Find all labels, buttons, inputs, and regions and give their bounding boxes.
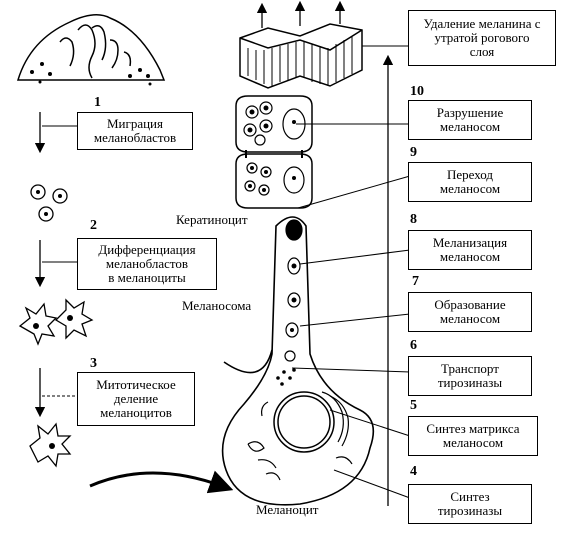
- melanocyte-label: Меланоцит: [256, 502, 319, 517]
- step-line: Миграция: [106, 116, 163, 131]
- step-line: Переход: [446, 167, 493, 182]
- melanoblasts: [30, 184, 68, 222]
- step-line: меланоцитов: [100, 405, 172, 420]
- step-number-3: 3: [90, 356, 97, 371]
- shedding-arrows: [256, 0, 346, 28]
- step-line: Синтез матрикса: [426, 421, 520, 436]
- step-line: Транспорт: [441, 361, 499, 376]
- dendrite-melanosomes: [284, 219, 303, 362]
- step-line: утратой рогового: [434, 30, 530, 45]
- melanocyte-organelles: [247, 391, 353, 481]
- step-line: Удаление меланина с: [423, 16, 541, 31]
- keratinocyte-label: Кератиноцит: [176, 212, 248, 227]
- step-number-10: 10: [410, 84, 424, 99]
- step-line: Синтез: [450, 489, 490, 504]
- step-number-1: 1: [94, 95, 101, 110]
- melanocyte-nucleus: [273, 391, 335, 453]
- pointer-lines: [291, 45, 411, 499]
- step-line: меланосом: [439, 181, 501, 196]
- step-line: меланосом: [439, 119, 501, 134]
- step-number-8: 8: [410, 212, 417, 227]
- step-line: в меланоциты: [108, 270, 186, 285]
- desmosomes: [245, 150, 303, 158]
- step-line: тирозиназы: [437, 375, 503, 390]
- left-connector-lines: [42, 125, 78, 397]
- melanosome-clusters-lower: [244, 162, 305, 196]
- stratum-corneum: [239, 23, 363, 89]
- step-line: меланосом: [439, 311, 501, 326]
- step-line: Образование: [434, 297, 506, 312]
- step-line: тирозиназы: [437, 503, 503, 518]
- keratinocyte-lower: [235, 153, 313, 209]
- step-line: меланосом: [439, 249, 501, 264]
- step-number-6: 6: [410, 338, 417, 353]
- step-line: меланобластов: [93, 130, 177, 145]
- step-number-4: 4: [410, 464, 417, 479]
- step-number-7: 7: [412, 274, 419, 289]
- step-line: меланобластов: [105, 256, 189, 271]
- step-line: Разрушение: [436, 105, 504, 120]
- step-line: слоя: [469, 44, 495, 59]
- corneum-hatch: [247, 36, 353, 86]
- step-line: меланосом: [442, 435, 504, 450]
- melanosome-label: Меланосома: [182, 298, 252, 313]
- step-number-5: 5: [410, 398, 417, 413]
- step-number-9: 9: [410, 145, 417, 160]
- migrating-cells-dots: [30, 62, 152, 86]
- golgi-dots: [276, 368, 296, 386]
- step-line: деление: [113, 391, 159, 406]
- step-line: Дифференциация: [98, 242, 196, 257]
- step-number-2: 2: [90, 218, 97, 233]
- curved-arrow: [89, 470, 234, 494]
- step-line: Митотическое: [96, 377, 176, 392]
- neural-crest-fold: [16, 14, 166, 81]
- melanocyte-body: [221, 216, 375, 506]
- step-line: Меланизация: [432, 235, 508, 250]
